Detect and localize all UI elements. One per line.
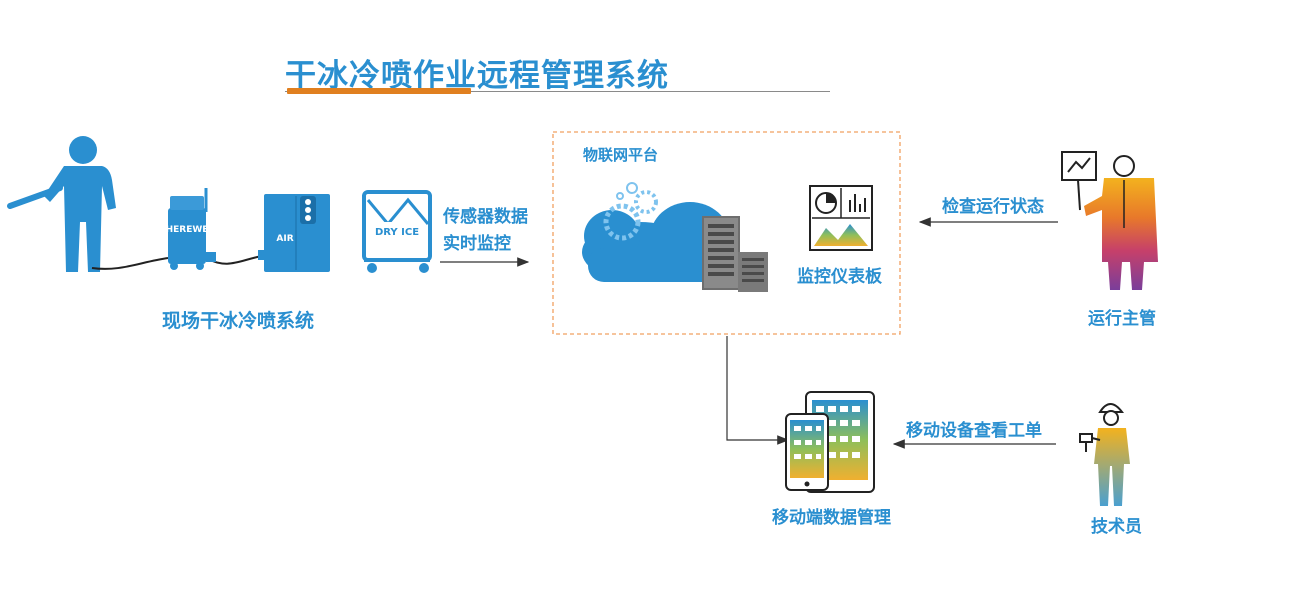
onsite-system-label: 现场干冰冷喷系统 xyxy=(162,310,315,332)
iot-platform-label: 物联网平台 xyxy=(583,146,659,164)
operator-figure-icon xyxy=(7,136,116,272)
sensor-label-line1: 传感器数据 xyxy=(443,207,528,227)
dry-ice-cart-icon xyxy=(362,190,432,273)
title-underline xyxy=(285,91,830,92)
machine1-label: HEREWE xyxy=(166,225,209,235)
machine3-label: DRY ICE xyxy=(375,227,419,238)
platform-to-mobile-connector xyxy=(726,336,790,445)
iot-platform-frame xyxy=(552,131,901,335)
dashboard-label: 监控仪表板 xyxy=(797,267,882,287)
machine2-label: AIR xyxy=(276,234,293,244)
technician-arrow-label: 移动设备查看工单 xyxy=(906,421,1042,441)
dashboard-icon xyxy=(809,185,873,251)
technician-label: 技术员 xyxy=(1091,517,1142,537)
mobile-label: 移动端数据管理 xyxy=(772,508,891,528)
mobile-devices-icon xyxy=(785,391,875,493)
technician-figure-icon xyxy=(1079,403,1130,506)
sensor-label-line2: 实时监控 xyxy=(443,234,511,254)
blasting-machine-icon xyxy=(168,188,216,270)
air-compressor-icon xyxy=(258,194,330,272)
server-rack-icon xyxy=(702,216,768,292)
supervisor-arrow-label: 检查运行状态 xyxy=(942,197,1044,217)
supervisor-label: 运行主管 xyxy=(1088,309,1156,329)
gears-icon xyxy=(603,182,658,241)
supervisor-figure-icon xyxy=(1061,151,1158,290)
title-accent-bar xyxy=(287,88,471,94)
